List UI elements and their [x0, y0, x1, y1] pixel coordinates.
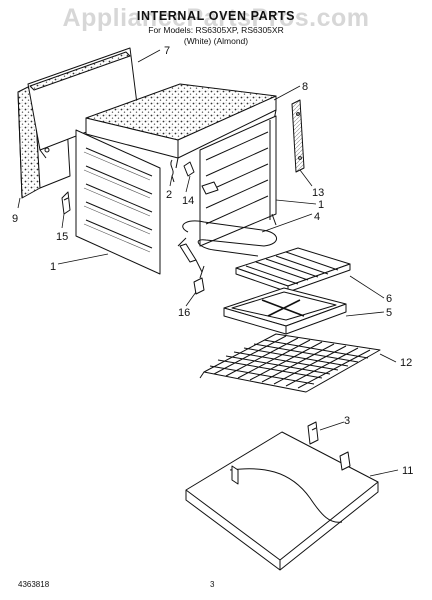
callout-12: 12	[400, 357, 412, 369]
callout-6: 6	[386, 293, 392, 305]
callout-5: 5	[386, 307, 392, 319]
part-3-bracket	[307, 421, 319, 445]
callout-8: 8	[302, 81, 308, 93]
part-8-oven-cavity	[85, 83, 277, 169]
oven-right-wall	[199, 115, 277, 247]
callout-7: 7	[164, 45, 170, 57]
part-7-top-panel	[27, 47, 143, 159]
callout-2: 2	[166, 189, 172, 201]
watermark: AppliancePartsPros.com	[62, 4, 370, 32]
part-16-sensor	[193, 265, 205, 295]
callout-labels: 7 8 9 15 1 2 14 13 1 4 16 6 5 12 3 11	[12, 45, 413, 477]
part-4-bake-element	[177, 220, 277, 273]
callout-3: 3	[344, 415, 350, 427]
callout-11: 11	[402, 465, 413, 477]
part-11-bottom-panel	[185, 431, 379, 571]
part-13-trim-strip	[291, 99, 305, 173]
leader-lines	[17, 49, 399, 477]
part-2-clip	[170, 159, 175, 183]
callout-1b: 1	[318, 199, 324, 211]
callout-15: 15	[56, 231, 68, 243]
part-12-oven-rack	[199, 333, 381, 393]
part-14-clip	[183, 161, 195, 177]
page-number: 3	[210, 580, 215, 589]
oven-left-wall	[75, 129, 161, 275]
part-15-bracket	[61, 191, 71, 215]
part-1-bracket	[201, 181, 219, 195]
callout-1a: 1	[50, 261, 56, 273]
part-5-broiler-pan	[223, 287, 347, 335]
callout-16: 16	[178, 307, 190, 319]
callout-9: 9	[12, 213, 18, 225]
model-list: For Models: RS6305XP, RS6305XR	[148, 25, 284, 35]
callout-14: 14	[182, 195, 194, 207]
part-6-broiler-grid	[235, 247, 351, 293]
diagram-title: INTERNAL OVEN PARTS	[136, 9, 296, 23]
callout-13: 13	[312, 187, 324, 199]
color-list: (White) (Almond)	[183, 36, 249, 46]
callout-4: 4	[314, 211, 320, 223]
document-number: 4363818	[18, 580, 50, 589]
